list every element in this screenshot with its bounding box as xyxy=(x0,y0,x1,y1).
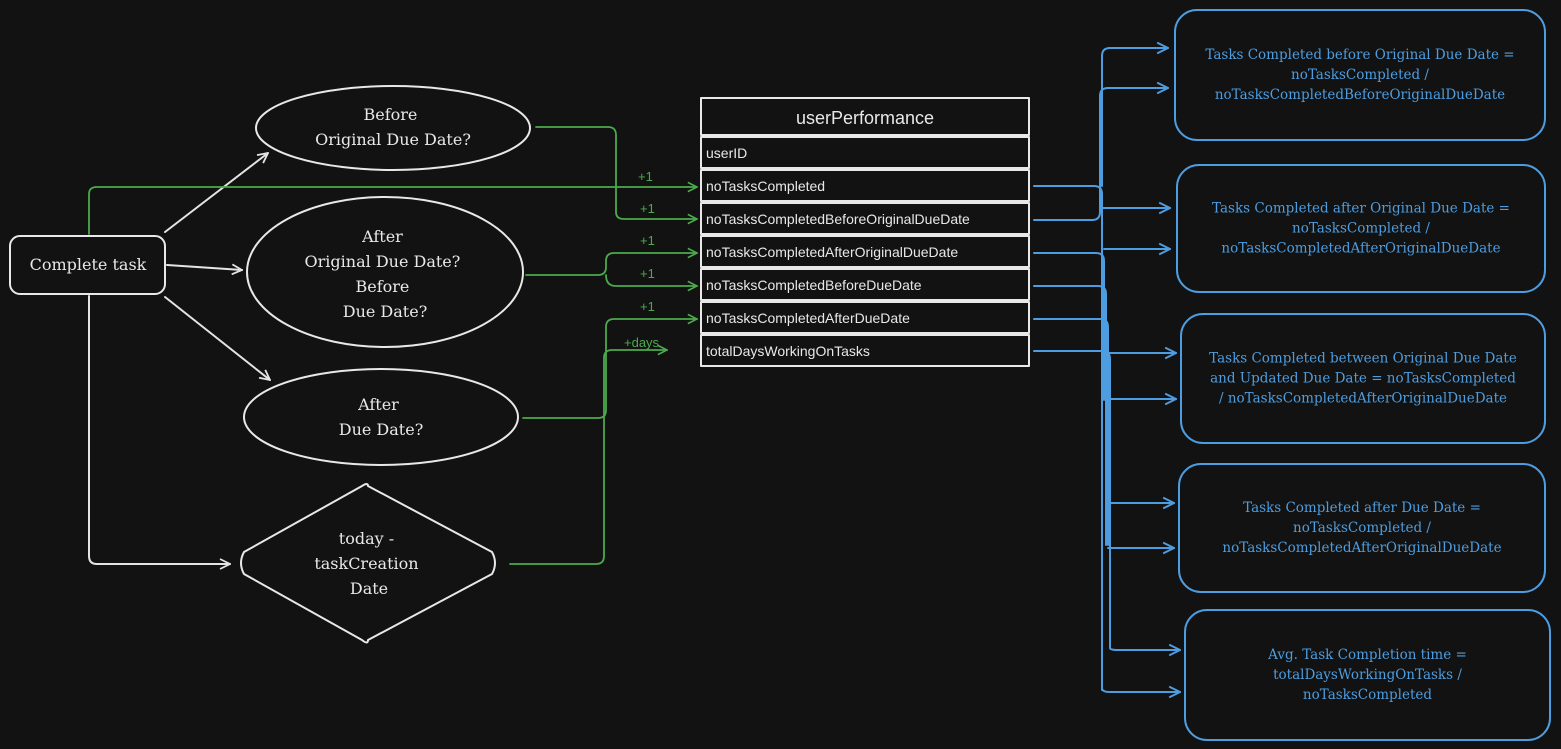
user-performance-table: userPerformance userID noTasksCompleted no… xyxy=(700,97,1030,367)
arrow-to-days-calc xyxy=(88,295,231,564)
table-row: noTasksCompletedAfterDueDate xyxy=(706,310,910,326)
complete-task-label: Complete task xyxy=(30,255,147,274)
blue-arrows xyxy=(1033,48,1180,692)
trunk-no-tasks xyxy=(1033,185,1103,691)
after-original-before-due-node: After Original Due Date? Before Due Date… xyxy=(246,196,524,348)
complete-task-box xyxy=(9,235,166,295)
metric-text: Tasks Completed after Due Date =noTasksC… xyxy=(1222,500,1501,556)
trunk-before-original xyxy=(1033,197,1101,221)
arrow-complete-to-no-tasks xyxy=(88,187,697,235)
table-row: noTasksCompletedBeforeDueDate xyxy=(706,277,922,293)
before-original-label: Before Original Due Date? xyxy=(315,105,471,149)
table-row-box xyxy=(700,235,1030,268)
metric-text: Tasks Completed before Original Due Date… xyxy=(1205,47,1514,103)
metric-box: Tasks Completed between Original Due Dat… xyxy=(1180,313,1546,444)
table-row: totalDaysWorkingOnTasks xyxy=(706,343,870,359)
table-row-box xyxy=(700,169,1030,202)
days-calc-diamond xyxy=(240,483,496,644)
edge-label: +days xyxy=(624,335,660,350)
before-original-node: Before Original Due Date? xyxy=(255,85,531,171)
metric-box-outline xyxy=(1176,164,1546,293)
arrow-to-metric-5-bottom xyxy=(1101,688,1180,692)
table-row-box xyxy=(700,136,1030,169)
metric-boxes: Tasks Completed before Original Due Date… xyxy=(1174,9,1551,741)
table-header-box xyxy=(700,97,1030,136)
metric-text: Tasks Completed between Original Due Dat… xyxy=(1209,351,1517,407)
table-row: noTasksCompletedAfterOriginalDueDate xyxy=(706,244,958,260)
arrow-after-original-to-row xyxy=(525,253,697,276)
metric-box: Tasks Completed after Due Date =noTasksC… xyxy=(1178,463,1546,593)
arrow-after-due-to-row xyxy=(522,319,697,419)
metric-box-outline xyxy=(1178,463,1546,593)
metric-box-outline xyxy=(1184,609,1551,741)
edge-label: +1 xyxy=(640,266,655,281)
complete-task-node: Complete task xyxy=(9,235,166,295)
edge-labels: +1 +1 +1 +1 +1 +days xyxy=(624,169,660,350)
metric-box: Tasks Completed before Original Due Date… xyxy=(1174,9,1546,141)
table-row: noTasksCompleted xyxy=(706,178,825,194)
table-row-box xyxy=(700,334,1030,367)
table-row: userID xyxy=(706,145,747,161)
edge-label: +1 xyxy=(640,233,655,248)
trunk-after-due xyxy=(1033,318,1109,546)
arrow-before-due-to-row xyxy=(605,274,697,286)
metric-text: Tasks Completed after Original Due Date … xyxy=(1212,201,1510,257)
table-rows: userID noTasksCompleted noTasksCompletedBe… xyxy=(700,136,1030,367)
before-original-ellipse xyxy=(255,85,531,171)
arrow-to-before-original xyxy=(164,153,268,233)
arrow-to-metric-1-bottom xyxy=(1099,88,1168,199)
metric-text: Avg. Task Completion time =totalDaysWork… xyxy=(1267,647,1467,703)
arrow-to-metric-1-top xyxy=(1101,48,1168,187)
after-due-label: After Due Date? xyxy=(339,395,424,439)
arrow-to-metric-5-top xyxy=(1109,648,1180,650)
metric-box: Avg. Task Completion time =totalDaysWork… xyxy=(1184,609,1551,741)
arrow-to-after-original xyxy=(166,265,242,270)
trunk-before-due xyxy=(1033,285,1107,546)
after-due-ellipse xyxy=(243,368,519,466)
after-original-label: After Original Due Date? Before Due Date… xyxy=(305,227,466,321)
table-row-box xyxy=(700,202,1030,235)
metric-box-outline xyxy=(1174,9,1546,141)
edge-label: +1 xyxy=(640,201,655,216)
trunk-total-days xyxy=(1033,350,1111,649)
arrow-days-to-row xyxy=(509,350,667,565)
white-arrows xyxy=(88,153,270,564)
green-arrows xyxy=(88,126,697,565)
metric-box: Tasks Completed after Original Due Date … xyxy=(1176,164,1546,293)
days-calc-label: today - taskCreation Date xyxy=(314,529,423,598)
after-original-ellipse xyxy=(246,196,524,348)
table-row-box xyxy=(700,301,1030,334)
table-row-box xyxy=(700,268,1030,301)
edge-label: +1 xyxy=(640,299,655,314)
table-title: userPerformance xyxy=(796,108,934,128)
arrow-to-after-due xyxy=(164,296,270,380)
edge-label: +1 xyxy=(638,169,653,184)
table-row: noTasksCompletedBeforeOriginalDueDate xyxy=(706,211,970,227)
arrow-before-original-to-row xyxy=(535,126,697,219)
days-calc-node: today - taskCreation Date xyxy=(240,483,496,644)
after-due-node: After Due Date? xyxy=(243,368,519,466)
trunk-after-original xyxy=(1033,252,1105,401)
metric-box-outline xyxy=(1180,313,1546,444)
